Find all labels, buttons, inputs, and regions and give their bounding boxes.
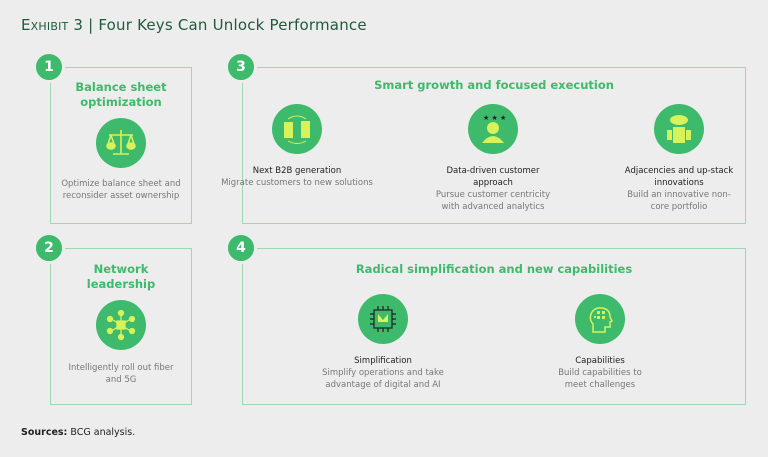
item-title: Simplification (354, 356, 412, 366)
key-4-heading: Radical simplification and new capabilit… (355, 262, 633, 276)
key-1-box: Balance sheet optimization Optimize bala… (50, 67, 192, 224)
svg-text:★ ★ ★: ★ ★ ★ (483, 114, 506, 122)
item-title: Adjacencies and up-stack innovations (624, 166, 734, 188)
item-desc: Build capabilities to meet challenges (558, 368, 642, 390)
item-simplification: Simplification Simplify operations and t… (288, 294, 478, 391)
key-2-heading: Network leadership (86, 262, 156, 291)
item-next-b2b: Next B2B generation Migrate customers to… (202, 104, 392, 189)
item-desc: Build an innovative non-core portfolio (627, 190, 731, 212)
item-data-driven: ★ ★ ★ Data-driven customer approach Purs… (398, 104, 588, 213)
item-title: Capabilities (575, 356, 625, 366)
key-1-heading: Balance sheet optimization (75, 80, 167, 109)
cloud-server-icon (654, 104, 704, 154)
exhibit-title: Exhibit 3 | Four Keys Can Unlock Perform… (21, 16, 367, 34)
key-2-badge: 2 (33, 232, 65, 264)
key-3-badge: 3 (225, 51, 257, 83)
key-4-badge: 4 (225, 232, 257, 264)
head-brain-icon (575, 294, 625, 344)
key-2-desc: Intelligently roll out fiber and 5G (68, 363, 174, 385)
key-4-box: Radical simplification and new capabilit… (242, 248, 746, 405)
balance-scale-icon (96, 118, 146, 168)
item-desc: Pursue customer centricity with advanced… (435, 190, 551, 212)
item-desc: Migrate customers to new solutions (221, 178, 373, 188)
buildings-migrate-icon (272, 104, 322, 154)
customer-stars-icon: ★ ★ ★ (468, 104, 518, 154)
key-3-box: Smart growth and focused execution Next … (221, 67, 746, 224)
network-icon (96, 300, 146, 350)
key-1-badge: 1 (33, 51, 65, 83)
item-adjacencies: Adjacencies and up-stack innovations Bui… (584, 104, 768, 213)
key-1-desc: Optimize balance sheet and reconsider as… (61, 179, 181, 201)
item-capabilities: Capabilities Build capabilities to meet … (505, 294, 695, 391)
sources-note: Sources: BCG analysis. (21, 427, 136, 438)
key-2-box: Network leadership Intelligently roll ou… (50, 248, 192, 405)
key-3-heading: Smart growth and focused execution (374, 78, 614, 92)
item-desc: Simplify operations and take advantage o… (322, 368, 444, 390)
chip-icon (358, 294, 408, 344)
item-title: Data-driven customer approach (446, 166, 540, 188)
item-title: Next B2B generation (252, 166, 342, 176)
